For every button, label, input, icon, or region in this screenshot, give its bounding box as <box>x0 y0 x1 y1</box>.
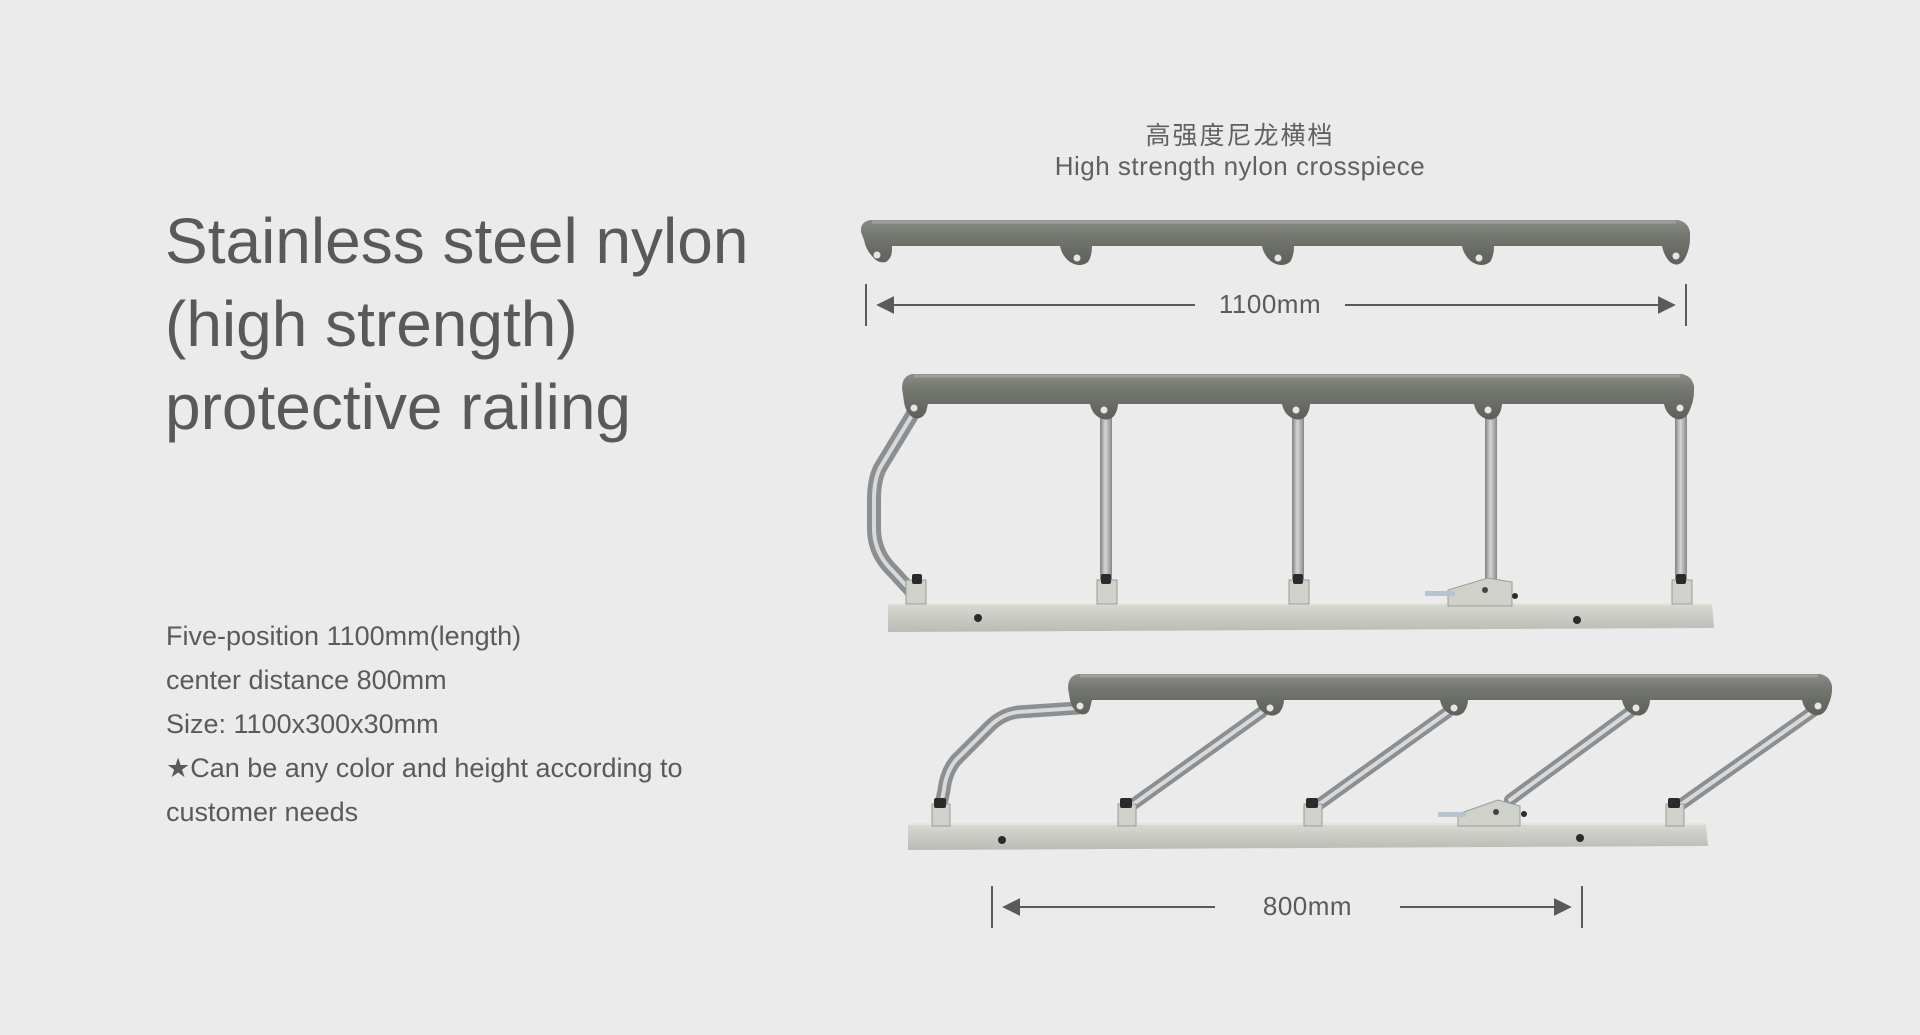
railing-upright <box>867 374 1714 632</box>
steel-tube <box>933 701 1085 817</box>
spec-list: Five-position 1100mm(length) center dist… <box>166 614 806 834</box>
spec-item: center distance 800mm <box>166 665 447 695</box>
crosspiece-label-en: High strength nylon crosspiece <box>1054 151 1426 181</box>
headline-line-3: protective railing <box>165 371 631 443</box>
base-bar <box>888 604 1714 632</box>
spec-item: Five-position 1100mm(length) <box>166 621 522 651</box>
steel-tube <box>1675 410 1687 588</box>
steel-tube <box>1292 410 1304 588</box>
mount-hole <box>873 251 881 259</box>
spec-item: Size: 1100x300x30mm <box>166 709 439 739</box>
nylon-rail <box>902 374 1694 420</box>
spec-item: ★Can be any color and height according t… <box>166 753 683 783</box>
latch-lever <box>1447 577 1513 607</box>
crosspiece-alone <box>860 220 1690 265</box>
latch-lever <box>1457 799 1521 827</box>
dimension-label-center-distance: 800mm <box>1215 891 1400 922</box>
crosspiece-label-cn: 高强度尼龙横档 <box>1145 121 1335 150</box>
steel-tube <box>1485 410 1497 588</box>
mount-hole <box>1475 254 1483 262</box>
headline-line-1: Stainless steel nylon <box>165 205 749 277</box>
spec-item: customer needs <box>166 797 359 827</box>
base-bar <box>908 824 1708 850</box>
mount-hole <box>1672 252 1680 260</box>
railing-folded <box>908 674 1832 850</box>
mount-hole <box>1073 254 1081 262</box>
mount-hole <box>1274 254 1282 262</box>
steel-tube <box>867 405 921 599</box>
headline-line-2: (high strength) <box>165 288 578 360</box>
nylon-rail <box>1068 674 1832 716</box>
steel-tube <box>1100 410 1112 588</box>
headline: Stainless steel nylon (high strength) pr… <box>165 200 865 449</box>
crosspiece-rail <box>860 220 1690 265</box>
dimension-label-length: 1100mm <box>1195 289 1345 320</box>
